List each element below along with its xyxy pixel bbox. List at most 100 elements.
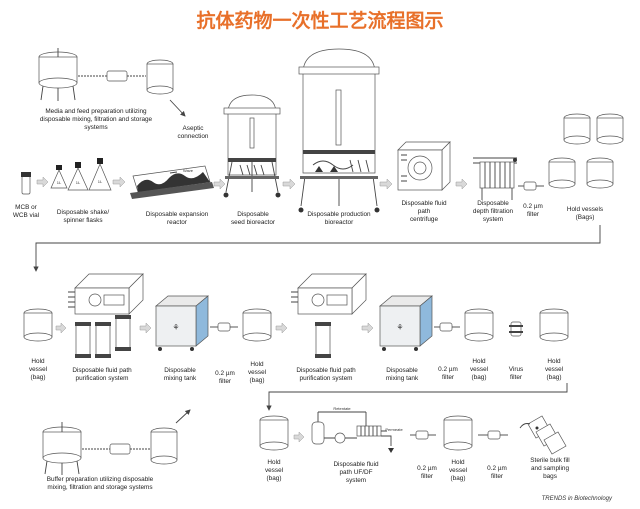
filter2-label-2: filter: [219, 378, 232, 385]
hold1-label-1: Hold: [31, 358, 45, 365]
hold3-label-1: Hold: [472, 358, 486, 365]
wave-label: Wave: [183, 168, 194, 173]
mix1-label-1: Disposable: [164, 367, 196, 374]
production-label-2: bioreactor: [325, 219, 354, 226]
media-storage-bag-icon: [146, 59, 174, 95]
depth-label-2: depth filtration: [473, 208, 514, 215]
hold-vessels-bags-icon: [548, 113, 624, 189]
row1-to-row2-connector: [33, 225, 601, 272]
centrifuge-icon: [397, 141, 451, 191]
capsule-filter-icon: [210, 322, 238, 332]
hold3-label-3: (bag): [472, 374, 487, 381]
seed-label-1: Disposable: [237, 211, 269, 218]
capsule-filter-icon: [434, 322, 460, 332]
filter1-label-2: filter: [527, 211, 540, 218]
sterile-label-3: bags: [543, 473, 557, 480]
hold1-label-2: vessel: [29, 366, 47, 373]
mixing-tank-icon-2: ⚘: [379, 295, 433, 351]
purification-system-icon-1: [68, 273, 144, 358]
purif1-label-2: purification system: [76, 375, 129, 382]
buffer-prep-tank-icon: [42, 422, 82, 475]
hold4-label-3: (bag): [547, 374, 562, 381]
hold-vessel-icon: [443, 415, 473, 451]
hold-vessel-icon: [259, 415, 289, 451]
hold4-label-1: Hold: [547, 358, 561, 365]
virus-filter-icon: [509, 321, 523, 337]
flow-arrow: [36, 176, 49, 188]
hold-bags-label-2: (Bags): [576, 214, 595, 221]
sterile-bags-icon: [519, 415, 567, 455]
mcb-label-2: WCB vial: [13, 212, 39, 219]
diagram-title: 抗体药物一次性工艺流程图示: [196, 9, 443, 32]
capsule-filter-icon: [478, 430, 508, 440]
expansion-label-1: Disposable expansion: [146, 211, 209, 218]
flask-label: 1L: [98, 179, 103, 184]
media-prep-filter-icon: [78, 70, 146, 82]
svg-text:⚘: ⚘: [396, 323, 403, 332]
sterile-label-2: and sampling: [531, 465, 569, 472]
seed-label-2: seed bioreactor: [231, 219, 276, 226]
permeate-label: Permeate: [385, 427, 403, 432]
flow-arrow: [139, 322, 152, 334]
filter2-label-1: 0.2 µm: [215, 370, 235, 377]
buffer-arrow: [175, 409, 191, 424]
buffer-storage-bag-icon: [150, 427, 178, 465]
seed-bioreactor-icon: [223, 94, 281, 198]
shake-label-1: Disposable shake/: [57, 209, 109, 216]
flow-arrow: [455, 178, 468, 190]
retentate-label: Retentate: [333, 406, 351, 411]
aseptic-label-2: connection: [178, 133, 209, 140]
purif2-label-1: Disposable fluid path: [296, 367, 356, 374]
purif2-label-2: purification system: [300, 375, 353, 382]
ufdf-system-icon: Retentate Permeate: [311, 406, 403, 453]
row2-to-row3-connector: [266, 383, 568, 411]
flask-label: 1L: [76, 180, 81, 185]
flask-label: 1L: [57, 180, 62, 185]
hold2-label-2: vessel: [248, 369, 266, 376]
media-prep-label-1: Media and feed preparation utilizing: [45, 108, 147, 115]
purification-system-icon-2: [291, 273, 367, 358]
hold5-label-1: Hold: [267, 459, 281, 466]
flow-arrow: [112, 176, 126, 188]
buffer-label-1: Buffer preparation utilizing disposable: [47, 476, 154, 483]
aseptic-arrow: [169, 99, 186, 117]
buffer-filter-icon: [82, 443, 150, 455]
production-bioreactor-icon: [298, 48, 380, 213]
virus-label-2: filter: [510, 374, 523, 381]
mix2-label-1: Disposable: [386, 367, 418, 374]
sterile-label-1: Sterile bulk fill: [530, 457, 569, 464]
media-prep-label-2: disposable mixing, filtration and storag…: [40, 116, 153, 123]
flow-arrow: [213, 178, 226, 190]
hold-vessel-icon: [464, 308, 494, 342]
hold2-label-3: (bag): [250, 377, 265, 384]
depth-label-1: Disposable: [477, 200, 509, 207]
capsule-filter-icon: [518, 181, 544, 191]
capsule-filter-icon: [410, 430, 436, 440]
flow-arrow: [361, 322, 374, 334]
mix2-label-2: mixing tank: [386, 375, 419, 382]
mixing-tank-icon-1: ⚘: [155, 295, 209, 351]
flow-arrow: [379, 178, 393, 190]
hold5-label-2: vessel: [265, 467, 283, 474]
virus-label-1: Virus: [509, 366, 523, 373]
hold4-label-2: vessel: [545, 366, 563, 373]
media-prep-tank-icon: [38, 48, 78, 101]
hold-vessel-icon: [23, 308, 53, 342]
hold-vessel-icon: [242, 308, 272, 342]
centrifuge-label-3: centrifuge: [410, 216, 439, 223]
hold5-label-3: (bag): [267, 475, 282, 482]
wave-reactor-icon: Wave: [130, 165, 214, 199]
ufdf-label-1: Disposable fluid: [333, 461, 379, 468]
centrifuge-label-2: path: [418, 208, 431, 215]
production-label-1: Disposable production: [307, 211, 371, 218]
flow-arrow: [55, 322, 67, 334]
cell-bank-vial-icon: [21, 172, 31, 195]
filter3-label-2: filter: [442, 374, 455, 381]
purif1-label-1: Disposable fluid path: [72, 367, 132, 374]
media-prep-label-3: systems: [84, 124, 107, 131]
svg-text:⚘: ⚘: [172, 323, 179, 332]
shake-flasks-icon: 1L 1L 1L: [50, 158, 112, 191]
hold3-label-2: vessel: [470, 366, 488, 373]
hold-bags-label-1: Hold vessels: [567, 206, 603, 213]
